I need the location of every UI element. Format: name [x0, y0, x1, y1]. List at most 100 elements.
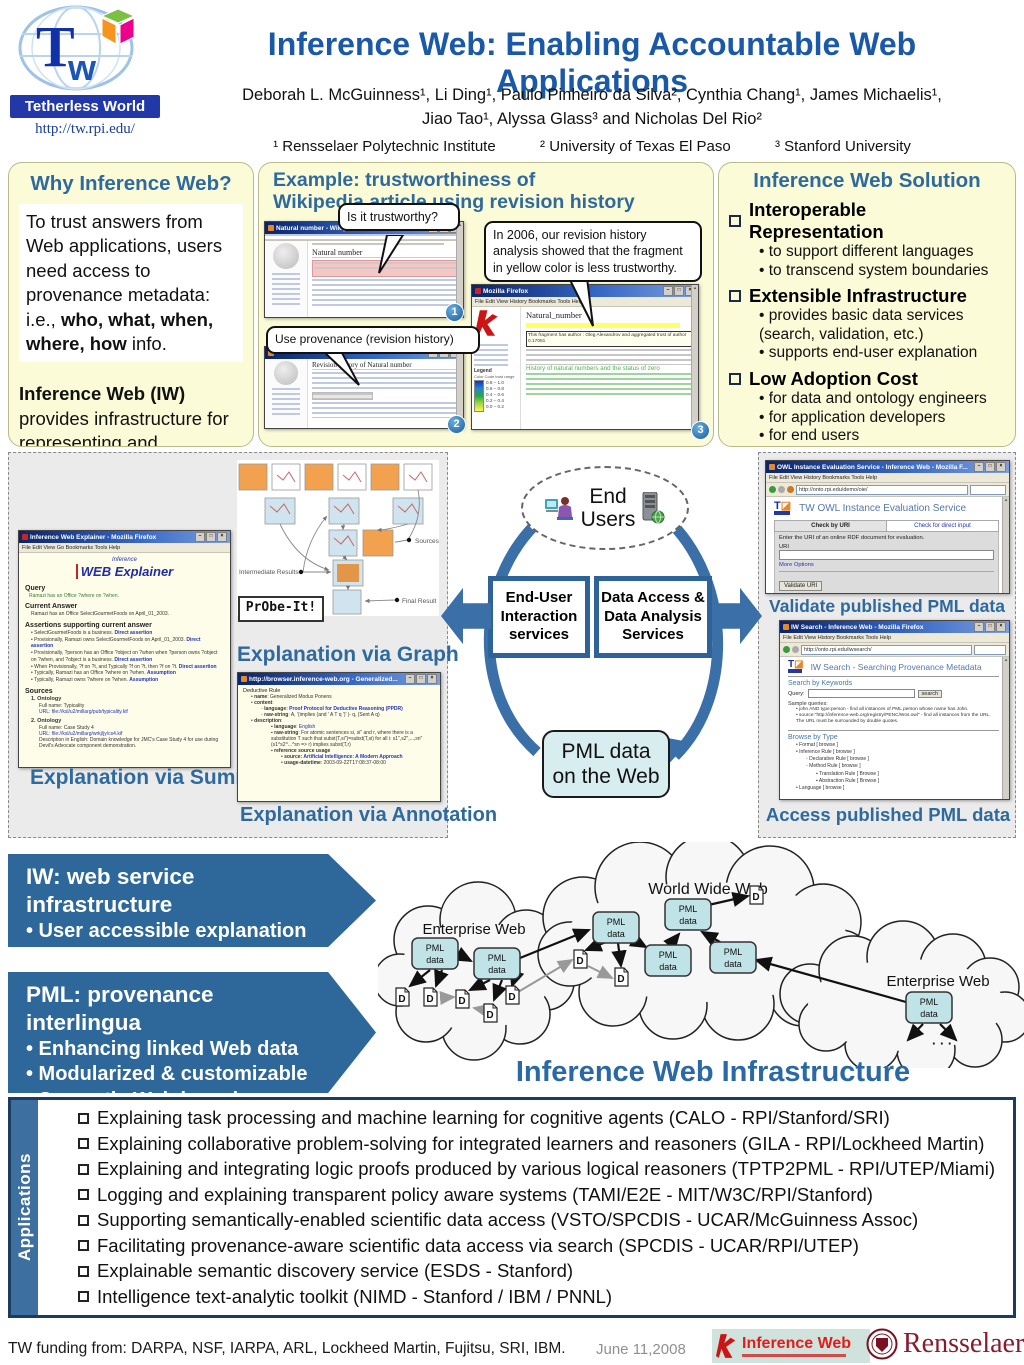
window-buttons[interactable]: –□× — [974, 622, 1006, 632]
pml-data-box — [644, 944, 692, 977]
tabs-row: Check by URI Check for direct input — [774, 520, 999, 532]
inference-web-logo: Inference Web — [712, 1329, 870, 1363]
source-url-link[interactable]: URL: file://ksl/u2/millarg/pub/typicalit… — [39, 709, 128, 716]
assertion-tag[interactable]: Assumption — [147, 670, 176, 677]
window-icon — [241, 676, 247, 682]
validate-uri-button[interactable]: Validate URI — [779, 581, 823, 591]
affiliation-1: ¹ Rensselaer Polytechnic Institute — [273, 138, 496, 155]
browse-item[interactable]: • Format [ browse ] — [796, 741, 839, 748]
url-input[interactable]: http://onto.rpi.edu/demo/oie/ — [796, 484, 968, 495]
value-link[interactable]: : Proof Protocol for Deductive Reasoning… — [286, 706, 403, 712]
pml-interlingua-banner: PML: provenance interlingua • Enhancing … — [8, 972, 376, 1093]
key: content — [254, 700, 273, 706]
bullet-text: for application developers — [768, 408, 946, 426]
scrollbar[interactable]: ▲ — [1002, 497, 1009, 593]
back-icon[interactable] — [783, 646, 790, 653]
banner-title: IW: web service infrastructure — [26, 864, 195, 918]
tab-check-direct-input[interactable]: Check for direct input — [887, 520, 999, 532]
infrastructure-caption: Inference Web Infrastructure — [515, 1056, 911, 1088]
application-item: Logging and explaining transparent polic… — [78, 1184, 1005, 1206]
window-buttons[interactable]: –□× — [663, 286, 695, 296]
browse-item[interactable]: ▪ Translation Rule [ Browse ] — [816, 770, 879, 777]
applications-list: Explaining task processing and machine l… — [38, 1100, 1013, 1315]
checkbox-icon — [729, 372, 741, 385]
browse-item[interactable]: ◦ Declarative Rule [ browse ] — [806, 756, 869, 763]
browse-item[interactable]: ▪ Abstraction Rule [ Browse ] — [816, 777, 880, 784]
assertion-tag[interactable]: Assumption — [129, 677, 159, 684]
graph-sources-label: Sources — [415, 538, 439, 545]
compare-button-placeholder[interactable] — [312, 392, 373, 400]
assertion-tag[interactable]: Direct assertion — [178, 663, 217, 670]
window-title: OWL Instance Evaluation Service - Infere… — [777, 463, 968, 471]
logo-main-text: WEB Explainer — [75, 564, 173, 579]
legend-range: 0.6 – 0.8 — [486, 386, 504, 391]
callout-tail — [567, 278, 594, 327]
legend-title: Legend — [474, 368, 492, 374]
source-url-link[interactable]: URL: file://ksl/u2/millarg/wrkj/jy/cs4.k… — [39, 730, 123, 737]
window-titlebar: OWL Instance Evaluation Service - Infere… — [766, 461, 1009, 473]
window-body: Natural number ▲ — [265, 222, 463, 317]
logo-url-link[interactable]: http://tw.rpi.edu/ — [35, 121, 135, 137]
menu-bar[interactable]: File Edit View Go Bookmarks Tools Help — [19, 543, 230, 553]
browse-item[interactable]: • Inference Rule [ browse ] — [796, 748, 855, 755]
tabs-placeholder — [312, 243, 445, 248]
logo-tagline-placeholder — [742, 1354, 846, 1357]
uri-input[interactable] — [779, 550, 994, 560]
assertion-text: When Provisionally, ?f on ?t, and Typica… — [34, 663, 178, 670]
scrollbar[interactable]: ▲ — [456, 222, 463, 317]
applications-sidebar-label: Applications — [14, 1153, 34, 1262]
wiki-sidebar — [265, 241, 308, 317]
scrollbar[interactable]: ▲ — [1002, 657, 1009, 799]
assertion-tag[interactable]: Direct assertion — [114, 629, 153, 636]
label-explanation-graph: Explanation via Graph — [237, 643, 459, 666]
more-options-link[interactable]: More Options — [779, 562, 814, 568]
reload-icon[interactable] — [787, 486, 794, 493]
window-buttons[interactable]: –□× — [195, 532, 227, 542]
assertion-tag[interactable]: Direct assertion — [31, 636, 201, 650]
checkbox-icon — [78, 1240, 89, 1252]
value-link[interactable]: : English — [296, 724, 316, 730]
why-p1-text: To trust answers from Web applications, … — [26, 211, 223, 330]
window-title: Mozilla Firefox — [483, 287, 529, 295]
annotation-window: http://browser.inference-web.org - Gener… — [237, 672, 441, 802]
browse-item[interactable]: • Language [ browse ] — [796, 785, 845, 792]
end-users-line2: Users — [580, 508, 636, 531]
menu-bar[interactable]: File Edit View History Bookmarks Tools H… — [780, 633, 1009, 643]
window-buttons[interactable]: –□× — [974, 462, 1006, 472]
tab-check-by-uri[interactable]: Check by URI — [774, 520, 887, 532]
query-input[interactable] — [807, 689, 915, 698]
assertion-item: • Provisionally, Ramazi owns SelectGourm… — [31, 636, 201, 650]
applications-box: Applications Explaining task processing … — [8, 1097, 1016, 1318]
step-badge-1: 1 — [445, 303, 464, 322]
history-lines-placeholder — [312, 402, 459, 418]
value: : For atomic sentences si, si" and r, wh… — [271, 730, 423, 748]
forward-icon[interactable] — [792, 646, 799, 653]
tetherless-world-logo: T w Tetherless World http://tw.rpi.edu/ — [10, 4, 160, 138]
value-link[interactable]: : Artificial Intelligence: A Modern Appr… — [300, 754, 403, 760]
browse-item[interactable]: ◦ Method Rule [ browse ] — [806, 763, 861, 770]
wiki-content: Revision history of Natural number — [308, 359, 463, 428]
quick-search-input[interactable] — [970, 484, 1006, 495]
nav-links-placeholder[interactable] — [474, 344, 508, 366]
window-buttons[interactable]: –□× — [405, 674, 437, 684]
annotation-row: ◦ language: Proof Protocol for Deductive… — [261, 706, 403, 712]
value: : 2003-09-22T17:08:37-08:00 — [320, 760, 386, 766]
url-input[interactable]: http://onto.rpi.edu/iwsearch/ — [801, 644, 972, 655]
forward-icon[interactable] — [778, 486, 785, 493]
search-heading: IW Search - Searching Provenance Metadat… — [810, 661, 982, 672]
quick-search-input[interactable] — [974, 644, 1006, 655]
trust-color-scale — [474, 380, 484, 412]
scrollbar[interactable]: ▲ — [691, 285, 698, 429]
menu-bar[interactable]: File Edit View History Bookmarks Tools H… — [766, 473, 1009, 483]
assertion-tag[interactable]: Direct assertion — [114, 656, 153, 663]
sidebar-links-placeholder[interactable] — [272, 388, 300, 418]
search-button[interactable]: search — [917, 689, 943, 698]
applications-sidebar: Applications — [11, 1100, 38, 1315]
graph-intermediate-label: Intermediate Results — [239, 569, 299, 576]
step-badge-2: 2 — [447, 415, 466, 434]
banner-title: PML: provenance interlingua — [26, 982, 214, 1036]
date-text: June 11,2008 — [596, 1341, 686, 1358]
sidebar-links-placeholder[interactable] — [272, 273, 300, 307]
box-line: Interaction — [500, 607, 578, 625]
back-icon[interactable] — [769, 486, 776, 493]
